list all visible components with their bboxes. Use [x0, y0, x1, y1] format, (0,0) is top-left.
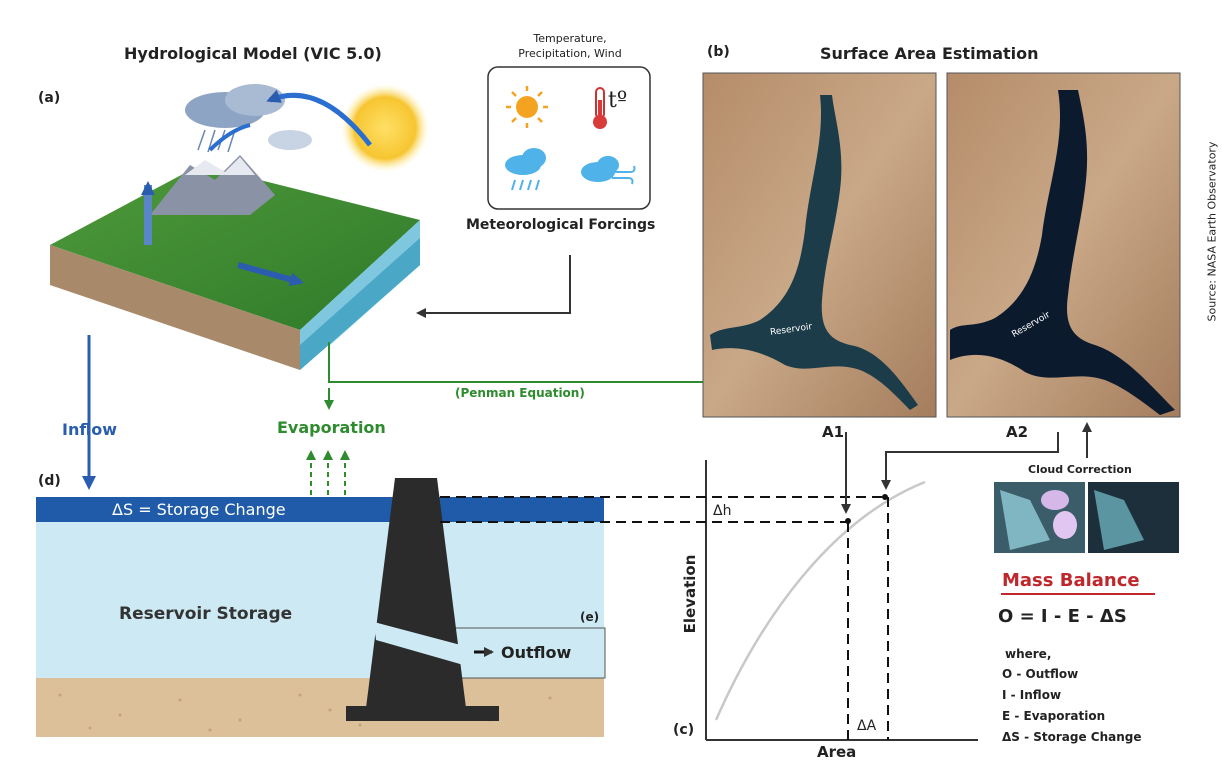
panel-b-letter: (b) [707, 44, 730, 60]
evaporation-label: Evaporation [277, 418, 386, 437]
sun-icon [506, 86, 548, 128]
thermometer-icon [593, 87, 607, 129]
hydrology-block-illustration [50, 84, 429, 370]
mass-balance-def-ds: ΔS - Storage Change [1002, 730, 1142, 744]
elevation-area-curve [714, 480, 926, 721]
reservoir-water-a2 [950, 90, 1175, 415]
sun-illustration [341, 84, 429, 172]
storage-change-label: ΔS = Storage Change [112, 500, 286, 519]
area-axis-label: Area [817, 743, 857, 761]
panel-b-title: Surface Area Estimation [820, 44, 1039, 63]
dam-base [346, 706, 499, 721]
forcings-vars-line2: Precipitation, Wind [518, 47, 622, 60]
satellite-image-a2 [946, 72, 1181, 418]
cloud-correction-images [994, 482, 1179, 553]
elevation-axis-label: Elevation [681, 554, 699, 634]
image-label-a2: A2 [1006, 423, 1029, 441]
panel-d-letter: (d) [38, 473, 61, 489]
penman-label: (Penman Equation) [455, 386, 585, 400]
forcing-to-model-arrow [416, 255, 571, 318]
forcings-vars-line1: Temperature, [533, 32, 607, 45]
forcings-label: Meteorological Forcings [466, 217, 656, 233]
mass-balance-title: Mass Balance [1002, 570, 1140, 591]
reservoir-water-a1 [710, 95, 918, 410]
penman-line [328, 342, 703, 383]
panel-a-letter: (a) [38, 90, 61, 106]
mass-balance-equation: O = I - E - ΔS [998, 606, 1127, 627]
mass-balance-def-e: E - Evaporation [1002, 709, 1106, 723]
elevation-area-chart [440, 460, 978, 741]
a2-to-curve-arrow [881, 432, 1059, 490]
soil-layer [36, 678, 604, 737]
panel-a-title: Hydrological Model (VIC 5.0) [124, 44, 382, 63]
panel-c-letter: (c) [673, 722, 695, 738]
mass-balance-where: where, [1005, 647, 1052, 661]
storage-change-band [36, 497, 604, 522]
rain-cloud-icon [505, 148, 546, 191]
image-label-a1: A1 [822, 423, 845, 441]
mass-balance-def-i: I - Inflow [1002, 688, 1062, 702]
thermometer-t-glyph: tº [608, 88, 628, 113]
inflow-label: Inflow [62, 420, 117, 439]
satellite-image-a1 [702, 72, 937, 418]
dam-spillway-channel [374, 622, 474, 668]
reservoir-storage-label: Reservoir Storage [119, 604, 293, 624]
source-label: Source: NASA Earth Observatory [1205, 141, 1219, 322]
wind-cloud-icon [581, 156, 636, 185]
panel-e-letter: (e) [580, 610, 600, 624]
evaporation-arrows [306, 450, 350, 495]
delta-a-label: ΔA [857, 718, 877, 734]
cloud-correction-label: Cloud Correction [1028, 463, 1132, 476]
outflow-label: Outflow [501, 643, 572, 662]
delta-h-label: Δh [713, 503, 732, 519]
mass-balance-def-o: O - Outflow [1002, 667, 1079, 681]
